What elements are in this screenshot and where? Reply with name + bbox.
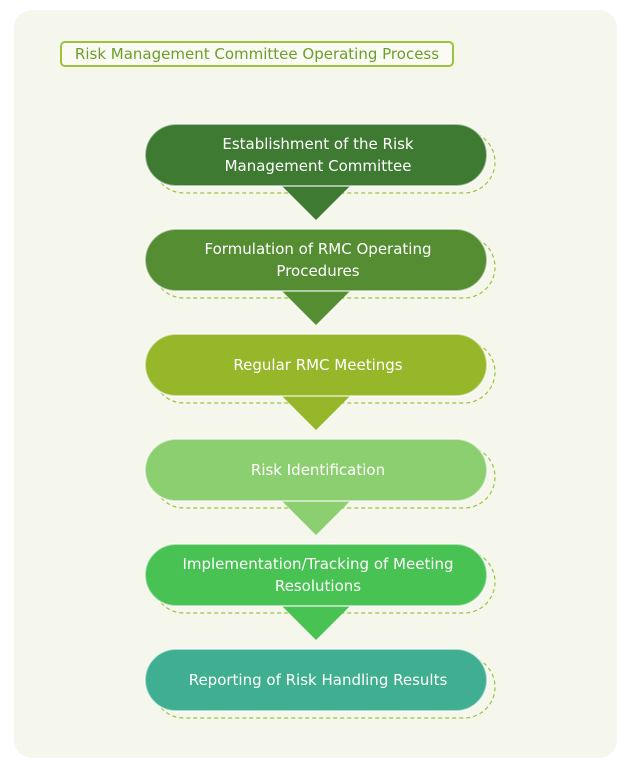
step-3-arrow [278,392,354,430]
step-1-arrow [278,182,354,220]
step-1-pill [144,123,488,187]
diagram-title: Risk Management Committee Operating Proc… [60,41,454,67]
step-4-arrow [278,497,354,535]
step-6-label: Reporting of Risk Handling Results [188,671,448,689]
step-5-pill [144,543,488,607]
step-1-label: Establishment of the Risk Management Com… [222,135,414,175]
step-6-pill [144,648,488,712]
step-4-label: Risk Identification [250,461,386,479]
step-2-pill [144,228,488,292]
step-5-label: Implementation/Tracking of Meeting Resol… [182,555,454,595]
step-3-pill [144,333,488,397]
step-2-label: Formulation of RMC Operating Procedures [204,240,432,280]
step-2-arrow [278,287,354,325]
step-3-label: Regular RMC Meetings [233,356,403,374]
step-4-pill [144,438,488,502]
step-5-arrow [278,602,354,640]
